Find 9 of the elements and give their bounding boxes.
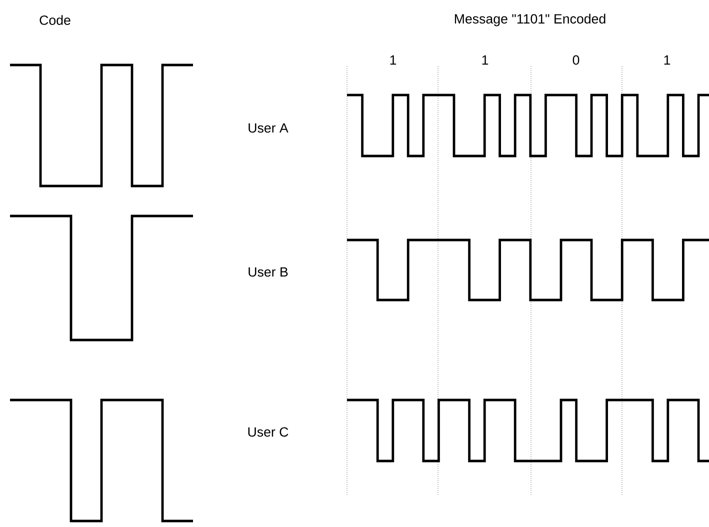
- user-label: User C: [248, 427, 288, 437]
- user-label: User A: [248, 123, 288, 133]
- column-heading: Message "1101" Encoded: [454, 14, 606, 26]
- bit-label: 1: [482, 55, 488, 65]
- column-heading: Code: [40, 15, 70, 25]
- bit-label: 0: [572, 55, 580, 65]
- bit-label: 1: [664, 55, 670, 65]
- bit-label: 1: [390, 55, 396, 65]
- user-label: User B: [248, 267, 288, 277]
